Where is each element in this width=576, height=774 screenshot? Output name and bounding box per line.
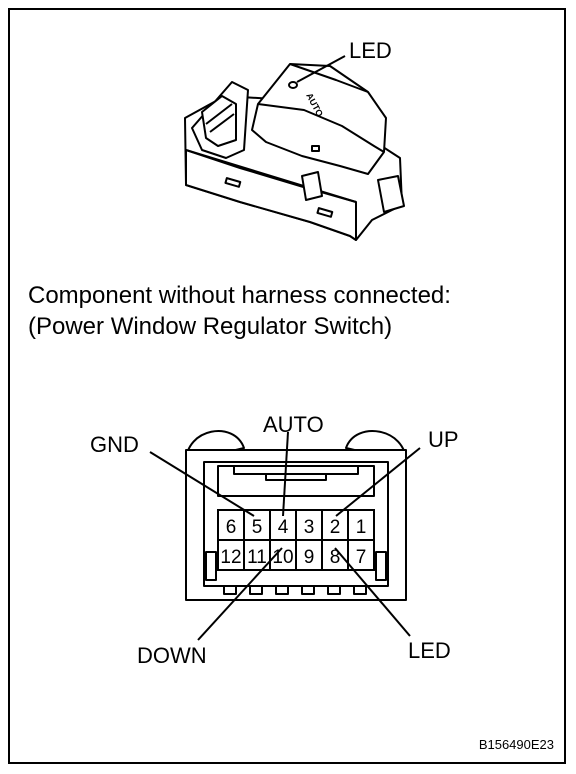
- pin-12: 12: [220, 547, 241, 568]
- gnd-label: GND: [90, 432, 139, 457]
- led-label-connector: LED: [408, 638, 451, 663]
- pin-numbers: 6 5 4 3 2 1 12 11 10 9 8 7: [220, 517, 366, 568]
- caption-line-1: Component without harness connected:: [28, 282, 451, 309]
- pin-grid: [217, 509, 375, 571]
- caption-line-2: (Power Window Regulator Switch): [28, 313, 393, 340]
- up-label: UP: [428, 427, 459, 452]
- pin-10: 10: [272, 547, 293, 568]
- leader-lines: [149, 431, 421, 641]
- pin-4: 4: [278, 517, 289, 538]
- down-label: DOWN: [137, 643, 207, 668]
- pin-7: 7: [356, 547, 367, 568]
- component-caption: Component without harness connected: (Po…: [28, 280, 451, 342]
- pin-9: 9: [304, 547, 315, 568]
- pin-11: 11: [247, 547, 267, 568]
- pin-2: 2: [330, 517, 341, 538]
- pin-1: 1: [356, 517, 367, 538]
- auto-label: AUTO: [263, 412, 324, 437]
- pin-3: 3: [304, 517, 315, 538]
- pin-8: 8: [330, 547, 341, 568]
- pin-5: 5: [252, 517, 263, 538]
- power-window-switch-illustration: [184, 55, 405, 241]
- led-label-top: LED: [349, 38, 392, 63]
- figure-code: B156490E23: [478, 737, 554, 752]
- pin-6: 6: [226, 517, 237, 538]
